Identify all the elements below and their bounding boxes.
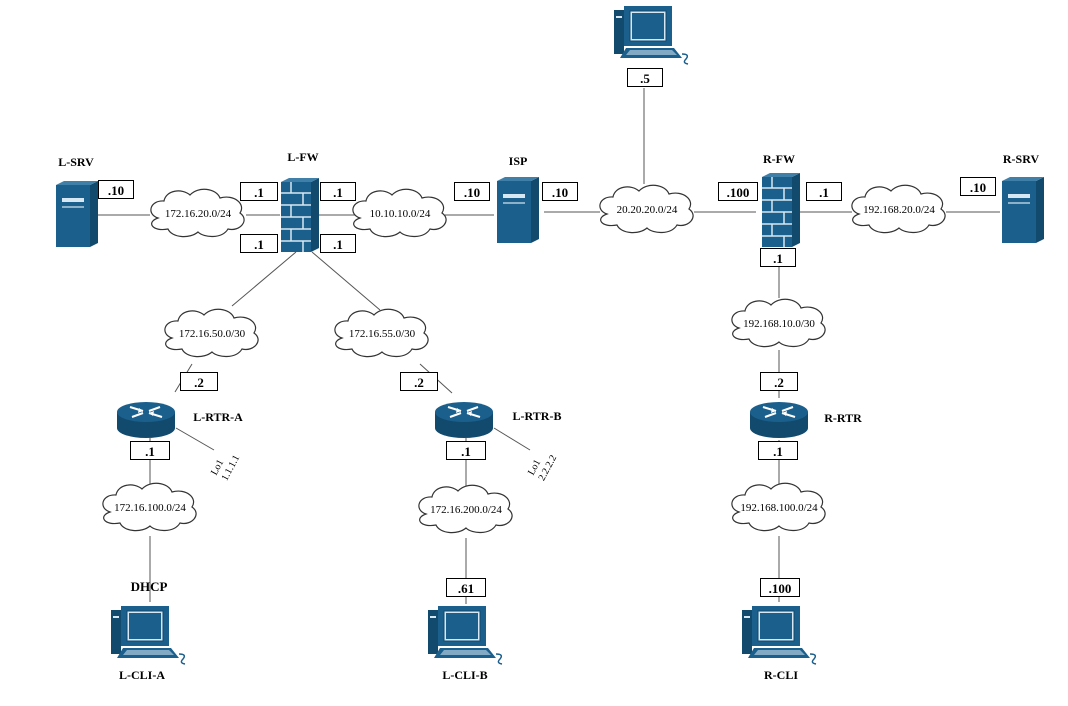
- addr-top-pc: .5: [627, 68, 663, 87]
- l-rtr-b-router-icon[interactable]: [434, 401, 494, 439]
- r-srv-server-icon[interactable]: [1002, 177, 1044, 243]
- addr-rtr-b-up: .2: [400, 372, 438, 391]
- addr-lfw-right: .1: [320, 182, 356, 201]
- top-pc-icon[interactable]: [613, 5, 689, 65]
- addr-r-rtr-down: .1: [758, 441, 798, 460]
- addr-rfw-right: .1: [806, 182, 842, 201]
- addr-cli-r: .100: [760, 578, 800, 597]
- net-label-rsrv: 192.168.20.0/24: [863, 204, 935, 216]
- l-rtr-a-router-icon[interactable]: [116, 401, 176, 439]
- addr-rtr-a-up: .2: [180, 372, 218, 391]
- net-label-lsrv: 172.16.20.0/24: [164, 208, 232, 220]
- net-label-b: 172.16.55.0/30: [348, 328, 416, 340]
- l-cli-b-label: L-CLI-B: [442, 668, 488, 682]
- addr-rfw-bottom: .1: [760, 248, 796, 267]
- net-label-cli-a: 172.16.100.0/24: [114, 502, 186, 514]
- net-label-isp-left: 10.10.10.0/24: [369, 208, 431, 220]
- addr-cli-a-dhcp: DHCP: [130, 579, 168, 594]
- addr-r-rtr-up: .2: [760, 372, 798, 391]
- l-cli-a-label: L-CLI-A: [118, 668, 166, 682]
- l-rtr-a-label: L-RTR-A: [193, 410, 243, 424]
- l-cli-b-pc-icon[interactable]: [427, 605, 503, 665]
- r-cli-label: R-CLI: [763, 668, 799, 682]
- addr-isp-left: .10: [454, 182, 490, 201]
- addr-lfw-bottom-left: .1: [240, 234, 278, 253]
- addr-r-srv: .10: [960, 177, 996, 196]
- addr-rtr-b-down: .1: [446, 441, 486, 460]
- r-srv-label: R-SRV: [1002, 152, 1040, 166]
- addr-lfw-left: .1: [240, 182, 278, 201]
- addr-cli-b: .61: [446, 578, 486, 597]
- l-srv-label: L-SRV: [58, 155, 94, 169]
- isp-server-icon[interactable]: [497, 177, 539, 243]
- net-label-r: 192.168.10.0/30: [743, 318, 815, 330]
- addr-l-srv: .10: [98, 180, 134, 199]
- l-srv-server-icon[interactable]: [56, 181, 98, 247]
- r-rtr-label: R-RTR: [824, 411, 862, 425]
- addr-lfw-bottom-right: .1: [320, 234, 356, 253]
- r-cli-pc-icon[interactable]: [741, 605, 817, 665]
- l-rtr-b-label: L-RTR-B: [512, 409, 562, 423]
- addr-rfw-left: .100: [718, 182, 758, 201]
- net-label-isp-right: 20.20.20.0/24: [616, 204, 678, 216]
- r-fw-label: R-FW: [763, 152, 795, 166]
- addr-rtr-a-down: .1: [130, 441, 170, 460]
- l-cli-a-pc-icon[interactable]: [110, 605, 186, 665]
- isp-label: ISP: [508, 154, 528, 168]
- net-label-a: 172.16.50.0/30: [178, 328, 246, 340]
- net-label-cli-r: 192.168.100.0/24: [740, 502, 818, 514]
- r-fw-firewall-icon[interactable]: [761, 172, 801, 248]
- r-rtr-router-icon[interactable]: [749, 401, 809, 439]
- l-fw-label: L-FW: [287, 150, 319, 164]
- l-fw-firewall-icon[interactable]: [280, 177, 320, 253]
- addr-isp-right: .10: [542, 182, 578, 201]
- net-label-cli-b: 172.16.200.0/24: [430, 504, 502, 516]
